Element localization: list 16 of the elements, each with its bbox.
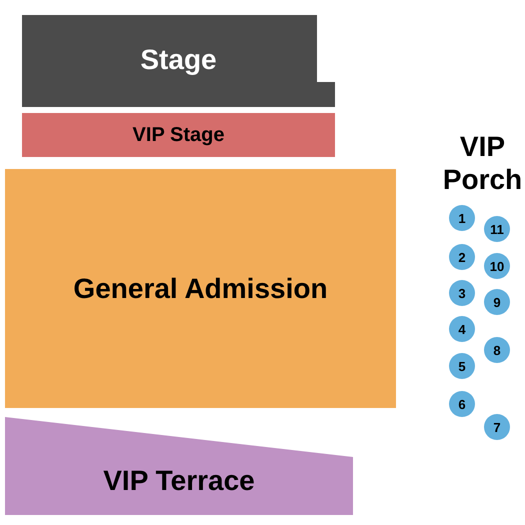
- table-circle: 7: [484, 414, 510, 440]
- table-circle: 3: [449, 280, 475, 306]
- table-circle: 4: [449, 316, 475, 342]
- table-circle: 11: [484, 216, 510, 242]
- table-circle: 5: [449, 353, 475, 379]
- general-admission-section: General Admission: [5, 169, 396, 408]
- section-label: VIP Porch: [442, 130, 524, 196]
- stage-area: Stage: [22, 15, 335, 107]
- table-circle: 1: [449, 205, 475, 231]
- table-circle: 9: [484, 289, 510, 315]
- table-circle: 8: [484, 337, 510, 363]
- table-circle: 10: [484, 253, 510, 279]
- table-circle: 2: [449, 244, 475, 270]
- table-circle: 6: [449, 391, 475, 417]
- vip-terrace-section: VIP Terrace: [5, 417, 353, 515]
- vip-stage-section: VIP Stage: [22, 113, 335, 157]
